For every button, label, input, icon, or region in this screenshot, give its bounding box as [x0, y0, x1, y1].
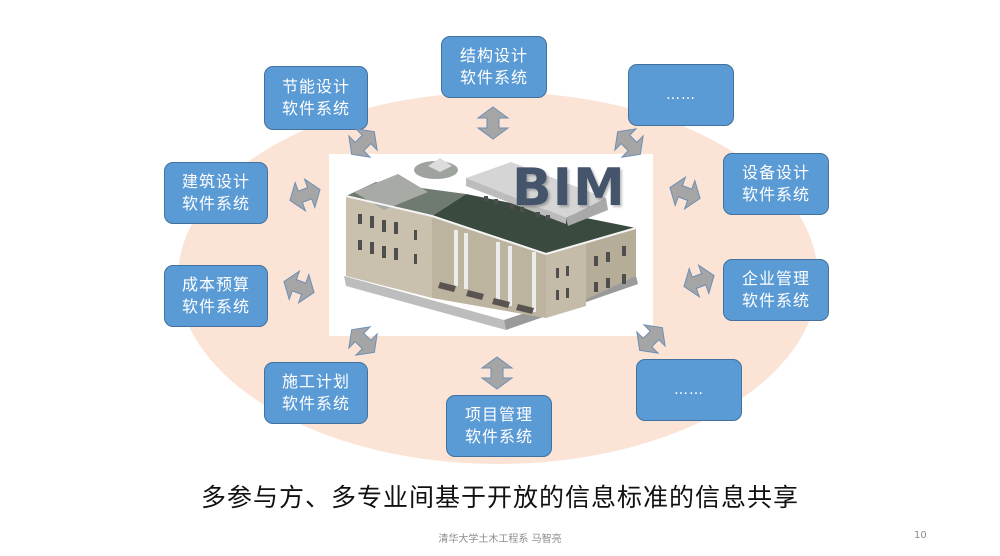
node-structural-design: 结构设计 软件系统: [441, 36, 547, 98]
node-energy-design: 节能设计 软件系统: [264, 66, 368, 130]
node-project-management: 项目管理 软件系统: [446, 395, 552, 457]
bidirectional-arrow-icon: [677, 259, 721, 303]
node-label-line2: 软件系统: [281, 394, 350, 413]
node-label-line1: 项目管理: [464, 405, 533, 424]
footer-author: 清华大学土木工程系 马智亮: [438, 534, 562, 545]
bidirectional-arrow-icon: [627, 315, 675, 363]
node-label-line2: 软件系统: [181, 194, 250, 213]
node-label-line1: 结构设计: [459, 46, 528, 65]
bidirectional-arrow-icon: [277, 265, 321, 309]
node-label-line2: 软件系统: [464, 427, 533, 446]
bim-logo-text: BIM: [512, 158, 626, 218]
node-label-line2: 软件系统: [459, 68, 528, 87]
node-label-line2: 软件系统: [281, 99, 350, 118]
bidirectional-arrow-icon: [605, 119, 653, 167]
bidirectional-arrow-icon: [283, 173, 327, 217]
bidirectional-arrow-icon: [663, 171, 707, 215]
node-label-line1: 施工计划: [281, 372, 350, 391]
ellipsis-label: ……: [666, 87, 696, 103]
node-architecture-design: 建筑设计 软件系统: [164, 162, 268, 224]
node-label-line1: 建筑设计: [181, 172, 250, 191]
node-label-line2: 软件系统: [181, 297, 250, 316]
ellipsis-label: ……: [674, 382, 704, 398]
node-label-line1: 节能设计: [281, 77, 350, 96]
bidirectional-arrow-icon: [480, 356, 514, 390]
node-label-line2: 软件系统: [741, 185, 810, 204]
bidirectional-arrow-icon: [339, 119, 387, 167]
node-equipment-design: 设备设计 软件系统: [723, 153, 829, 215]
node-label-line1: 设备设计: [741, 163, 810, 182]
node-label-line1: 成本预算: [181, 275, 250, 294]
bidirectional-arrow-icon: [339, 317, 387, 365]
node-enterprise-management: 企业管理 软件系统: [723, 259, 829, 321]
node-other-top: ……: [628, 64, 734, 126]
page-number: 10: [914, 530, 927, 541]
node-cost-budget: 成本预算 软件系统: [164, 265, 268, 327]
building-model-image: [344, 158, 638, 330]
slide-caption: 多参与方、多专业间基于开放的信息标准的信息共享: [200, 483, 799, 512]
bidirectional-arrow-icon: [476, 106, 510, 140]
node-other-bottom: ……: [636, 359, 742, 421]
node-label-line1: 企业管理: [741, 269, 810, 288]
node-construction-plan: 施工计划 软件系统: [264, 362, 368, 424]
node-label-line2: 软件系统: [741, 291, 810, 310]
